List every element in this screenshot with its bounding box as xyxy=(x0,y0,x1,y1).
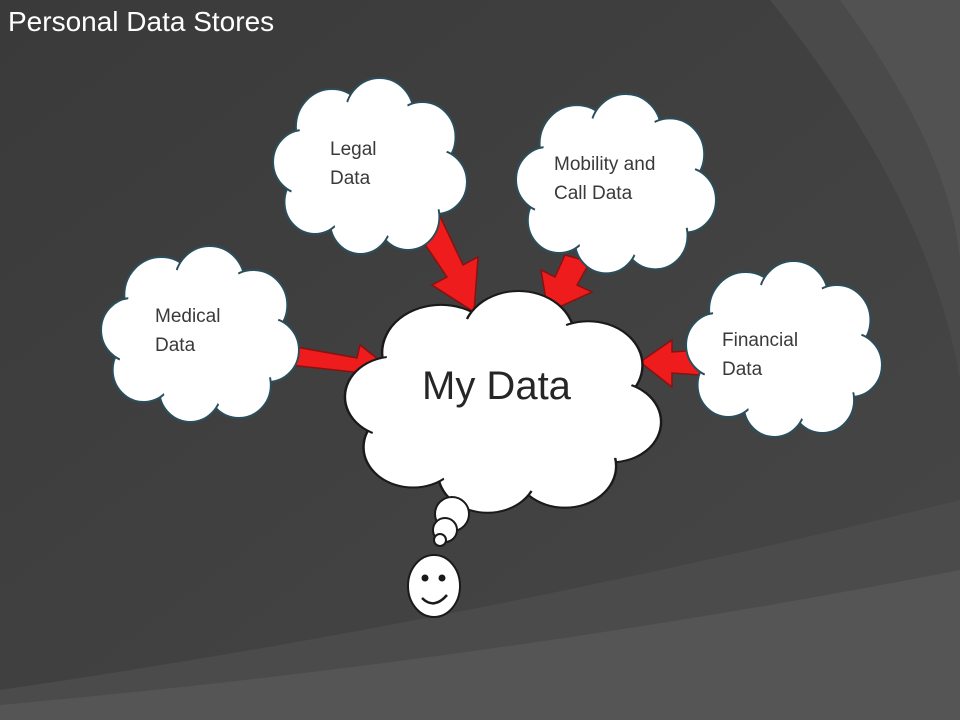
cloud-label-mobility: Mobility and Call Data xyxy=(554,154,656,204)
cloud-financial xyxy=(685,260,883,438)
smiley-face-icon xyxy=(407,554,461,618)
arrow-financial xyxy=(638,338,701,389)
cloud-my-data xyxy=(343,289,663,514)
cloud-medical xyxy=(100,245,300,423)
cloud-legal xyxy=(272,77,468,255)
cloud-label-medical: Medical Data xyxy=(155,306,221,356)
thought-bubble-icon xyxy=(432,496,470,547)
cloud-label-financial: Financial Data xyxy=(722,330,799,380)
cloud-label-my-data: My Data xyxy=(422,364,571,408)
slide-title: Personal Data Stores xyxy=(8,6,275,37)
cloud-mobility xyxy=(515,92,717,275)
cloud-label-legal: Legal Data xyxy=(330,139,377,189)
